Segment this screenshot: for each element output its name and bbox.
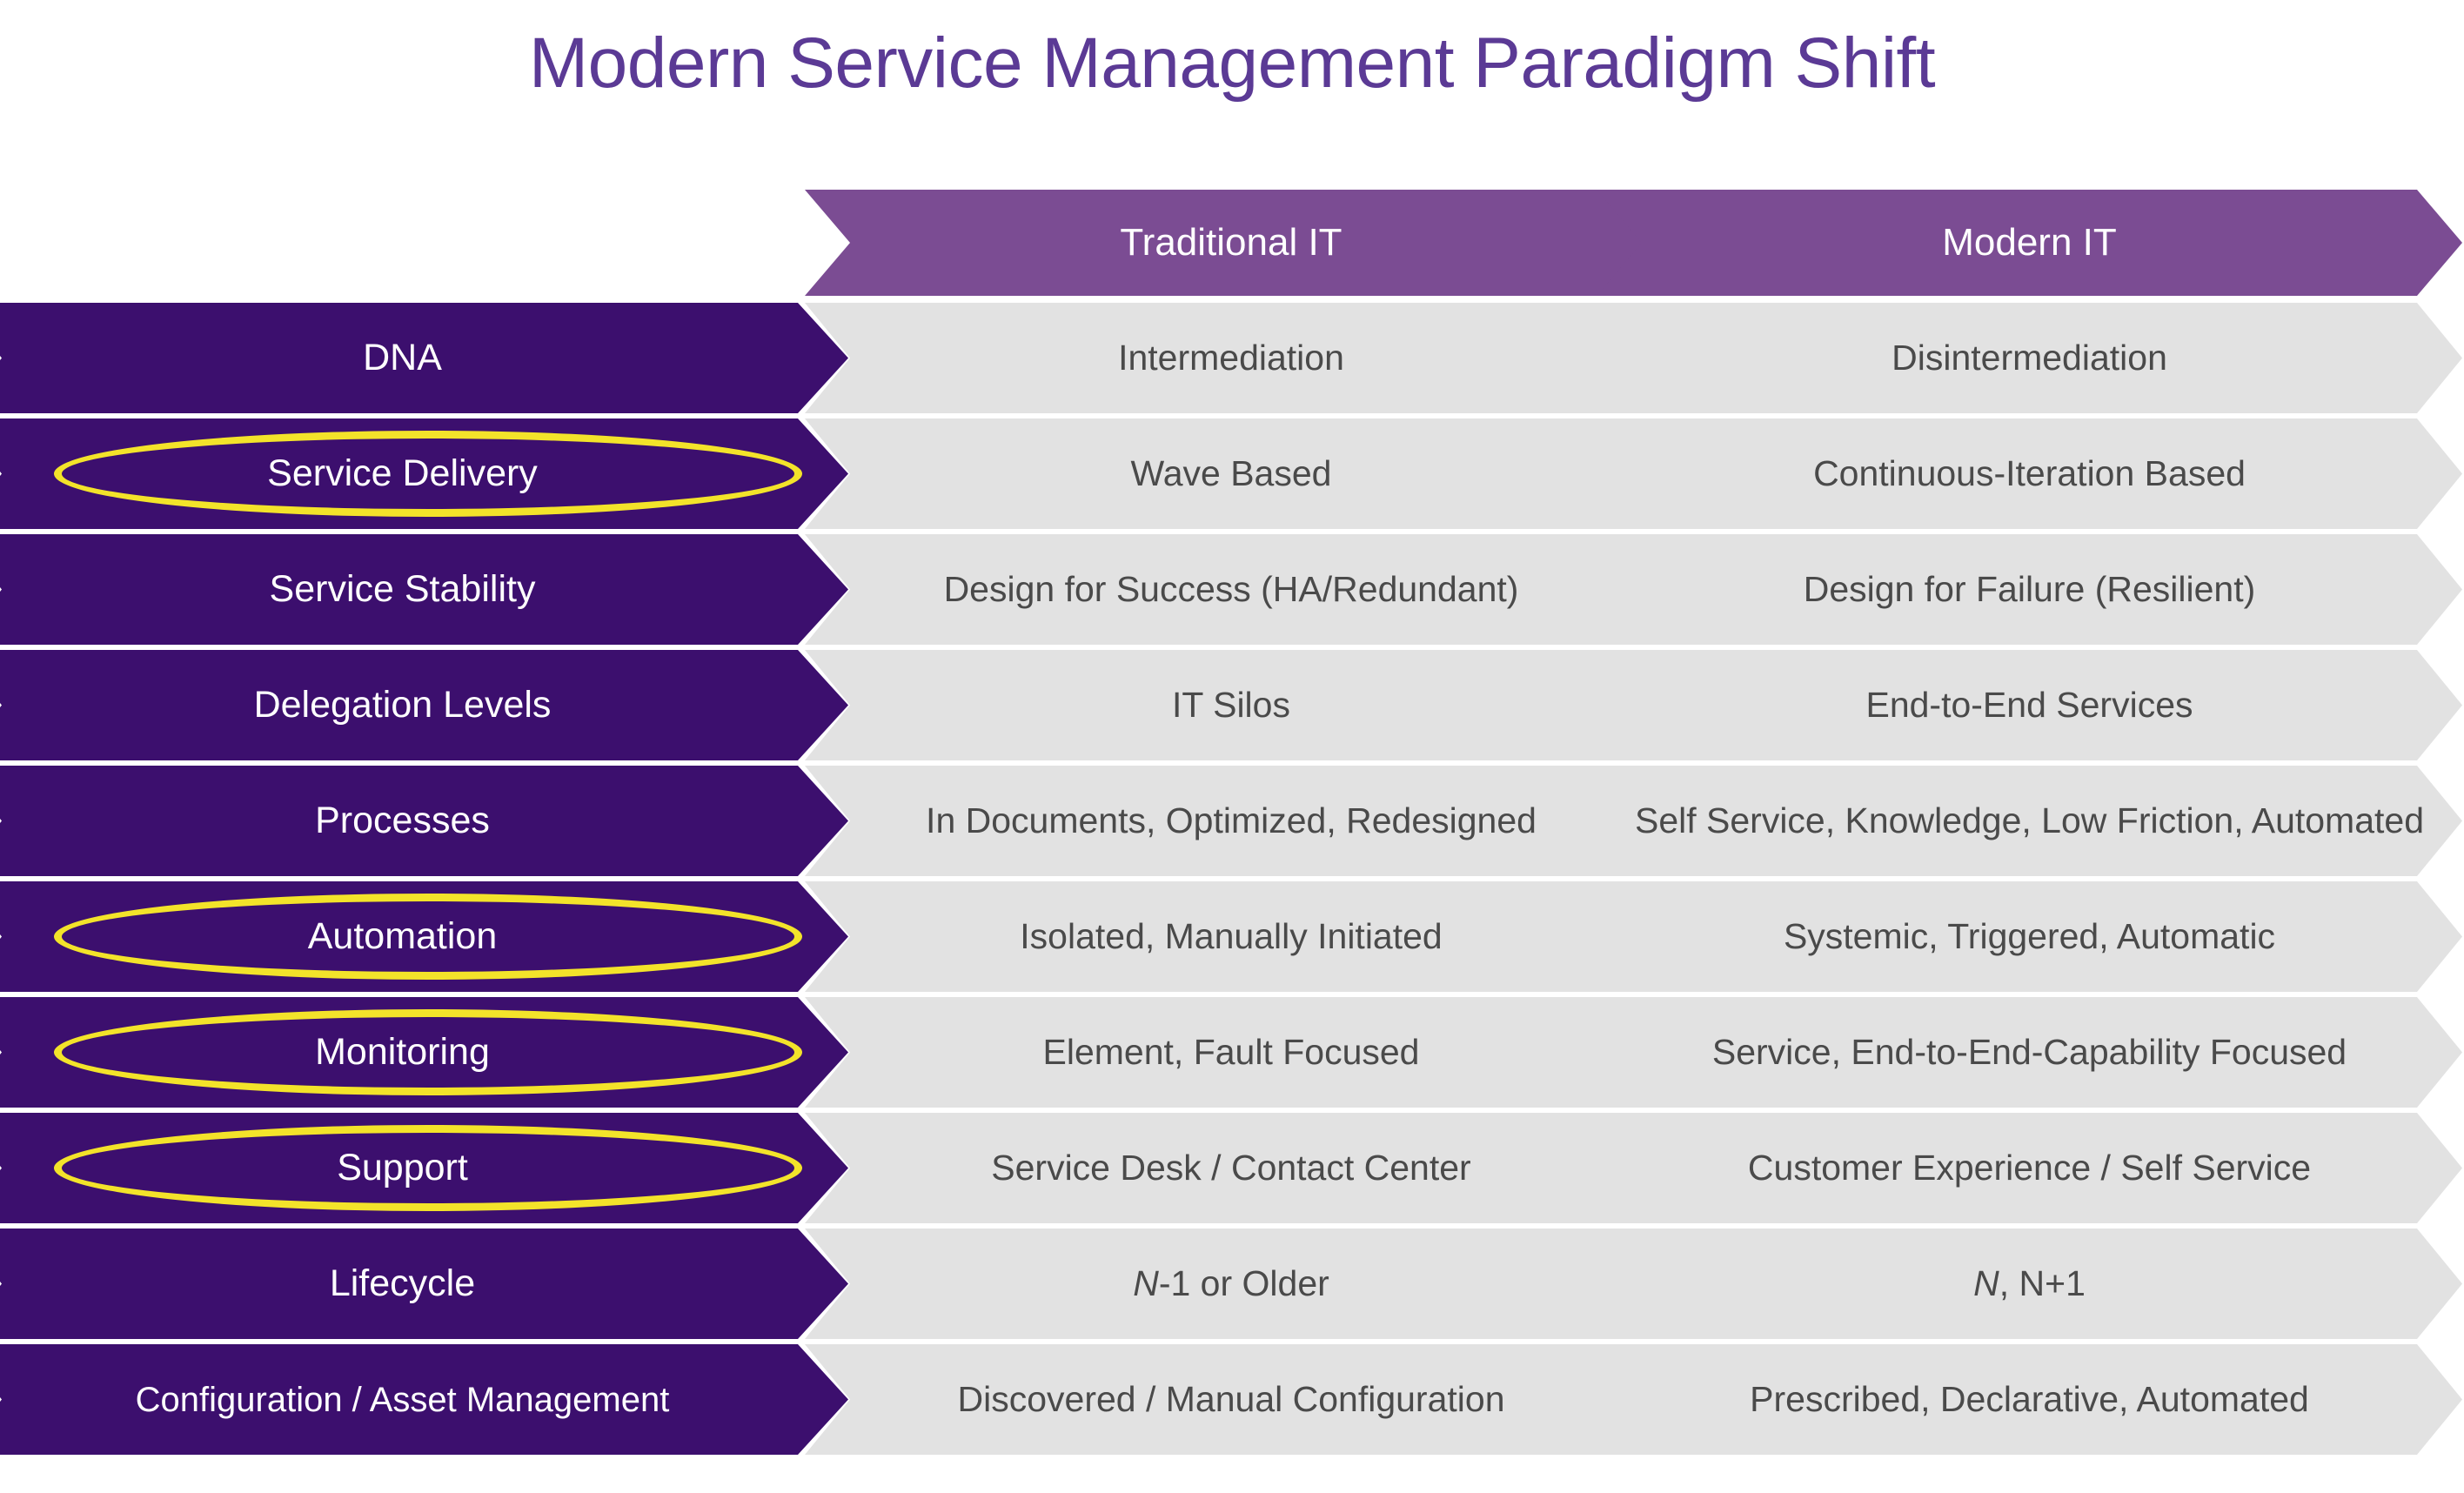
- row-3-traditional-label: Design for Success (HA/Redundant): [943, 568, 1519, 609]
- row-2-traditional: Wave Based: [805, 418, 1657, 529]
- row-category-4-label: Delegation Levels: [253, 683, 552, 726]
- column-header-modern-label: Modern IT: [1942, 220, 2117, 264]
- row-category-3-label: Service Stability: [269, 567, 536, 610]
- row-6-traditional: Isolated, Manually Initiated: [805, 881, 1657, 992]
- row-category-10-label: Configuration / Asset Management: [135, 1380, 670, 1419]
- row-2-modern: Continuous-Iteration Based: [1597, 418, 2462, 529]
- row-3-traditional: Design for Success (HA/Redundant): [805, 534, 1657, 645]
- row-10-modern: Prescribed, Declarative, Automated: [1597, 1344, 2462, 1455]
- row-category-7: Monitoring: [0, 997, 848, 1108]
- row-category-10: Configuration / Asset Management: [0, 1344, 848, 1455]
- row-category-6-label: Automation: [307, 914, 498, 957]
- row-category-2: Service Delivery: [0, 418, 848, 529]
- row-9-modern-label: N, N+1: [1973, 1262, 2086, 1303]
- row-1-traditional: Intermediation: [805, 303, 1657, 413]
- row-category-5: Processes: [0, 766, 848, 876]
- row-category-9: Lifecycle: [0, 1229, 848, 1339]
- row-5-modern-label: Self Service, Knowledge, Low Friction, A…: [1634, 800, 2425, 840]
- row-5-modern: Self Service, Knowledge, Low Friction, A…: [1597, 766, 2462, 876]
- row-4-modern-label: End-to-End Services: [1865, 684, 2193, 725]
- row-8-modern: Customer Experience / Self Service: [1597, 1113, 2462, 1223]
- row-2-traditional-label: Wave Based: [1130, 452, 1332, 493]
- row-9-modern: N, N+1: [1597, 1229, 2462, 1339]
- column-header-traditional-label: Traditional IT: [1120, 220, 1342, 264]
- row-category-3: Service Stability: [0, 534, 848, 645]
- row-6-traditional-label: Isolated, Manually Initiated: [1020, 915, 1443, 956]
- row-8-modern-label: Customer Experience / Self Service: [1747, 1147, 2312, 1188]
- row-10-modern-label: Prescribed, Declarative, Automated: [1750, 1378, 2309, 1419]
- row-4-traditional: IT Silos: [805, 650, 1657, 760]
- row-4-modern: End-to-End Services: [1597, 650, 2462, 760]
- row-2-modern-label: Continuous-Iteration Based: [1813, 452, 2246, 493]
- row-3-modern-label: Design for Failure (Resilient): [1803, 568, 2256, 609]
- row-7-traditional-label: Element, Fault Focused: [1042, 1031, 1420, 1072]
- row-category-8-label: Support: [337, 1146, 468, 1188]
- row-category-9-label: Lifecycle: [329, 1262, 476, 1304]
- column-header-traditional: Traditional IT: [805, 190, 1657, 296]
- row-category-1: DNA: [0, 303, 848, 413]
- row-1-modern-label: Disintermediation: [1892, 337, 2167, 378]
- column-header-modern: Modern IT: [1597, 190, 2462, 296]
- row-category-7-label: Monitoring: [315, 1030, 490, 1073]
- row-category-6: Automation: [0, 881, 848, 992]
- row-category-2-label: Service Delivery: [267, 452, 538, 494]
- row-9-traditional-label: N-1 or Older: [1133, 1262, 1329, 1303]
- row-6-modern: Systemic, Triggered, Automatic: [1597, 881, 2462, 992]
- row-1-modern: Disintermediation: [1597, 303, 2462, 413]
- row-category-4: Delegation Levels: [0, 650, 848, 760]
- row-9-traditional: N-1 or Older: [805, 1229, 1657, 1339]
- row-10-traditional: Discovered / Manual Configuration: [805, 1344, 1657, 1455]
- row-6-modern-label: Systemic, Triggered, Automatic: [1783, 915, 2276, 956]
- row-10-traditional-label: Discovered / Manual Configuration: [957, 1378, 1505, 1419]
- row-category-1-label: DNA: [363, 336, 442, 378]
- row-3-modern: Design for Failure (Resilient): [1597, 534, 2462, 645]
- row-8-traditional: Service Desk / Contact Center: [805, 1113, 1657, 1223]
- page-title: Modern Service Management Paradigm Shift: [528, 23, 1936, 103]
- row-8-traditional-label: Service Desk / Contact Center: [991, 1147, 1471, 1188]
- row-1-traditional-label: Intermediation: [1118, 337, 1344, 378]
- row-category-8: Support: [0, 1113, 848, 1223]
- row-4-traditional-label: IT Silos: [1172, 684, 1290, 725]
- row-7-traditional: Element, Fault Focused: [805, 997, 1657, 1108]
- row-category-5-label: Processes: [315, 799, 490, 841]
- row-5-traditional: In Documents, Optimized, Redesigned: [805, 766, 1657, 876]
- row-7-modern: Service, End-to-End-Capability Focused: [1597, 997, 2462, 1108]
- row-7-modern-label: Service, End-to-End-Capability Focused: [1711, 1031, 2347, 1072]
- row-5-traditional-label: In Documents, Optimized, Redesigned: [926, 800, 1537, 840]
